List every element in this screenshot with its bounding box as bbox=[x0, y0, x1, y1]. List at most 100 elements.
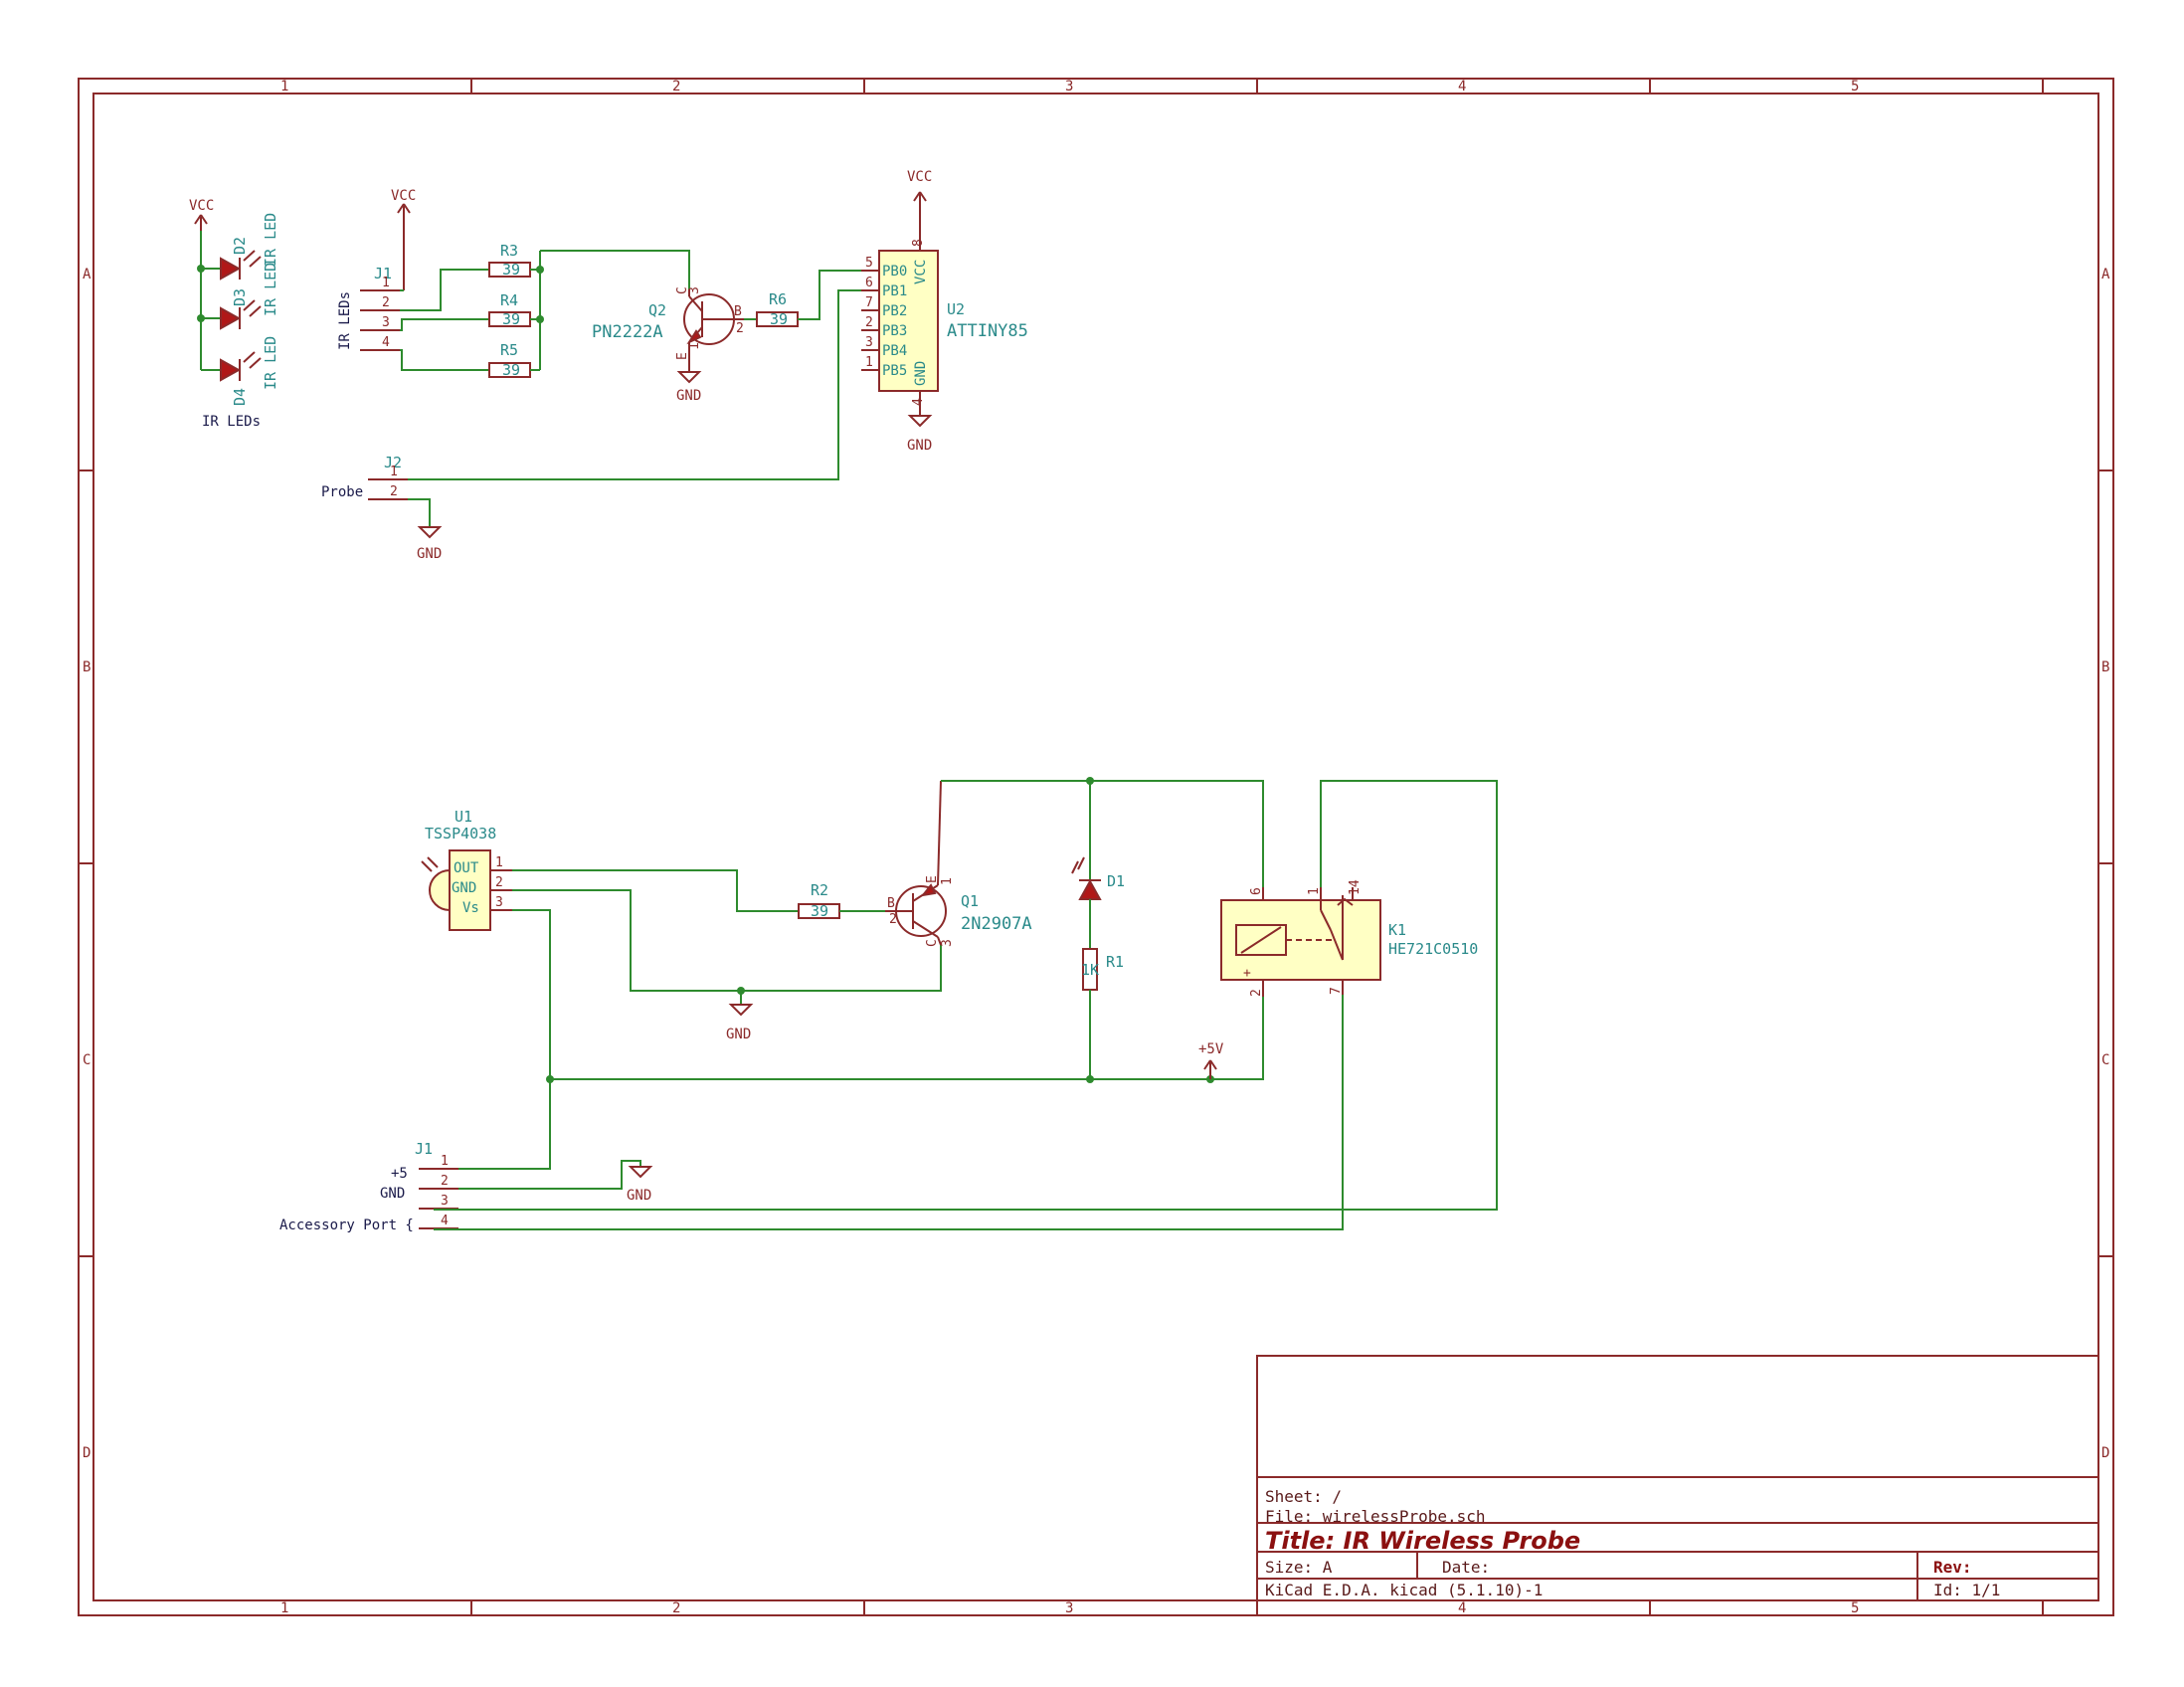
vcc-j1: VCC bbox=[391, 188, 416, 290]
j1-top-ref: J1 bbox=[374, 265, 392, 282]
r5-ref: R5 bbox=[500, 341, 518, 359]
k1-ref: K1 bbox=[1388, 921, 1406, 939]
k1-pin: 7 bbox=[1329, 987, 1344, 995]
relay-k1: 6 1 14 2 7 + K1 HE721C0510 bbox=[1220, 879, 1478, 997]
title-block-sheet: Sheet: / bbox=[1265, 1487, 1342, 1506]
title-block-date: Date: bbox=[1442, 1558, 1490, 1577]
q2-pin-b: B bbox=[734, 304, 742, 319]
u1-value: TSSP4038 bbox=[425, 825, 496, 843]
r5-value: 39 bbox=[502, 361, 520, 379]
row-label-left: C bbox=[83, 1052, 91, 1068]
resistor-r5: R5 39 bbox=[488, 341, 531, 379]
r2-ref: R2 bbox=[811, 881, 828, 899]
j2-label: Probe bbox=[321, 484, 363, 500]
ir-receiver-u1: U1 TSSP4038 OUT GND Vs 1 2 3 bbox=[421, 808, 512, 931]
transistor-q2: Q2 PN2222A C 3 B 2 E 1 bbox=[592, 286, 744, 368]
row-label-right: B bbox=[2101, 659, 2109, 675]
u2-gnd-name: GND bbox=[913, 361, 929, 386]
j1-bottom-label-5v: +5 bbox=[391, 1166, 408, 1182]
q1-pin-num: 3 bbox=[940, 939, 955, 947]
q2-pin-num: 2 bbox=[736, 321, 744, 336]
sheet-frame bbox=[78, 78, 2114, 1616]
u2-pin-num: 2 bbox=[865, 315, 873, 330]
title-block-size: Size: A bbox=[1265, 1558, 1333, 1577]
row-label-right: A bbox=[2101, 267, 2110, 282]
frame-labels: 1 2 3 4 5 1 2 3 4 5 A B C D A B C D bbox=[83, 79, 2110, 1616]
j2-pin: 2 bbox=[390, 484, 398, 499]
ir-led-bank: VCC D2 IR L bbox=[189, 198, 279, 430]
led-d2 bbox=[220, 250, 262, 281]
q1-pin-num: 1 bbox=[940, 877, 955, 885]
u2-pin-num: 3 bbox=[865, 335, 873, 350]
j1-top-pin: 3 bbox=[382, 315, 390, 330]
u1-pin-name: GND bbox=[452, 880, 476, 896]
u2-value: ATTINY85 bbox=[947, 321, 1028, 341]
gnd-q2: GND bbox=[676, 368, 702, 404]
j1-bottom-pin: 4 bbox=[441, 1214, 449, 1228]
u2-pin-name: PB4 bbox=[882, 343, 907, 359]
j2-ref: J2 bbox=[384, 454, 402, 471]
d4-value: IR LED bbox=[262, 336, 279, 390]
resistor-r2: R2 39 bbox=[798, 881, 840, 920]
r4-value: 39 bbox=[502, 310, 520, 328]
ic-u2-attiny85: 5 6 7 2 3 1 PB0 PB1 PB2 PB3 PB4 PB5 VCC … bbox=[861, 193, 1028, 416]
u2-pin-name: PB5 bbox=[882, 363, 907, 379]
u2-pin-name: PB3 bbox=[882, 323, 907, 339]
j1-top-pin: 2 bbox=[382, 295, 390, 310]
q1-pin-e: E bbox=[925, 875, 940, 883]
row-label-right: D bbox=[2101, 1445, 2109, 1461]
u2-vcc-name: VCC bbox=[913, 260, 929, 284]
col-label-top: 2 bbox=[672, 79, 680, 94]
u2-pin-num: 7 bbox=[865, 295, 873, 310]
title-block: Sheet: / File: wirelessProbe.sch Title: … bbox=[1256, 1355, 2099, 1601]
d1-ref: D1 bbox=[1107, 872, 1125, 890]
u2-pin-num: 1 bbox=[865, 355, 873, 370]
connector-j1-top: J1 IR LEDs 1 2 3 4 bbox=[337, 265, 400, 351]
d2-ref: D2 bbox=[231, 237, 249, 255]
q1-pin-c: C bbox=[925, 939, 940, 947]
r1-value: 1K bbox=[1081, 961, 1099, 979]
j1-top-label: IR LEDs bbox=[337, 291, 353, 350]
connector-j2-probe: J2 Probe 1 2 bbox=[321, 454, 408, 500]
col-label-bottom: 2 bbox=[672, 1600, 680, 1616]
j1-bottom-pin: 1 bbox=[441, 1154, 449, 1169]
r3-ref: R3 bbox=[500, 242, 518, 260]
title-block-title: Title: IR Wireless Probe bbox=[1265, 1527, 1580, 1555]
u1-pin-name: OUT bbox=[454, 860, 479, 876]
vcc-label: VCC bbox=[907, 169, 932, 185]
u2-pin-name: PB1 bbox=[882, 283, 907, 299]
row-label-left: D bbox=[83, 1445, 91, 1461]
r1-ref: R1 bbox=[1106, 953, 1124, 971]
j1-bottom-label-accessory: Accessory Port { bbox=[279, 1218, 414, 1233]
col-label-bottom: 4 bbox=[1458, 1600, 1466, 1616]
u1-pin-num: 1 bbox=[495, 855, 503, 870]
j1-bottom-pin: 2 bbox=[441, 1174, 449, 1189]
r3-value: 39 bbox=[502, 261, 520, 279]
led-d1: D1 bbox=[1071, 781, 1125, 900]
k1-value: HE721C0510 bbox=[1388, 940, 1478, 958]
d3-value: IR LED bbox=[262, 263, 279, 316]
gnd-u2: GND bbox=[907, 415, 933, 454]
led-d4 bbox=[220, 351, 262, 382]
row-label-left: A bbox=[83, 267, 91, 282]
title-block-file: File: wirelessProbe.sch bbox=[1265, 1507, 1486, 1526]
q2-ref: Q2 bbox=[648, 301, 666, 319]
gnd-label: GND bbox=[627, 1188, 651, 1204]
gnd-label: GND bbox=[726, 1027, 751, 1042]
gnd-u1: GND bbox=[726, 1004, 754, 1042]
u1-pin-name: Vs bbox=[462, 900, 479, 916]
col-label-bottom: 1 bbox=[280, 1600, 288, 1616]
j1-top-pin: 1 bbox=[382, 276, 390, 290]
r6-ref: R6 bbox=[769, 290, 787, 308]
u2-pin-name: PB2 bbox=[882, 303, 907, 319]
vcc-label: VCC bbox=[391, 188, 416, 204]
title-block-rev: Rev: bbox=[1933, 1558, 1972, 1577]
j2-pin: 1 bbox=[390, 465, 398, 479]
resistor-r1: R1 1K bbox=[1081, 948, 1124, 991]
col-label-bottom: 5 bbox=[1851, 1600, 1859, 1616]
resistor-r3: R3 39 bbox=[488, 242, 531, 279]
led-d3 bbox=[220, 299, 262, 330]
connector-j1-accessory: J1 1 2 3 4 +5 GND Accessory Port { bbox=[279, 1140, 458, 1233]
q2-pin-c: C bbox=[675, 286, 690, 294]
